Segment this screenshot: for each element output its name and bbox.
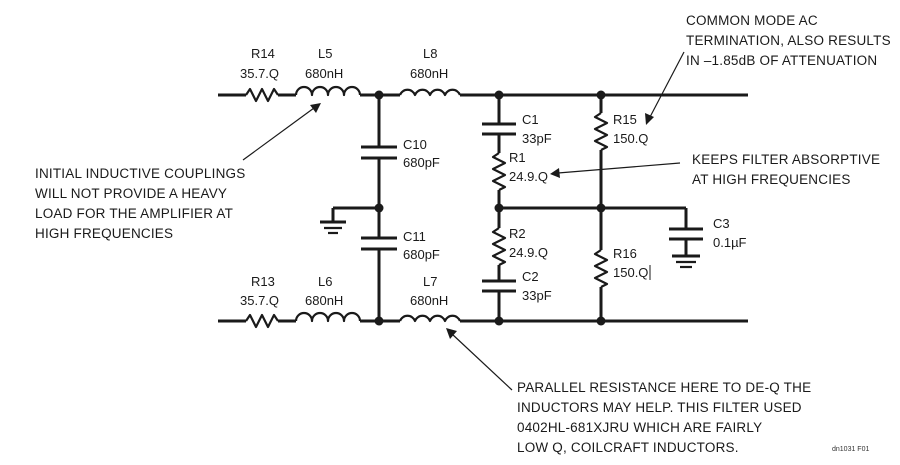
c11-value-label: 680pF [403, 247, 440, 262]
arrow-absorptive [550, 162, 681, 178]
r15-value-label: 150.Q [613, 131, 648, 146]
svg-text:LOW Q, COILCRAFT INDUCTORS.: LOW Q, COILCRAFT INDUCTORS. [517, 440, 739, 455]
l5-ref-label: L5 [318, 46, 332, 61]
arrow-common-mode [645, 51, 685, 125]
l5-inductor-symbol [294, 85, 362, 97]
c10-c11-branch [320, 95, 397, 321]
svg-text:INDUCTORS MAY HELP. THIS FILTE: INDUCTORS MAY HELP. THIS FILTER USED [517, 400, 802, 415]
svg-text:LOAD FOR THE AMPLIFIER AT: LOAD FOR THE AMPLIFIER AT [35, 206, 233, 221]
r1-value-label: 24.9.Q [509, 169, 548, 184]
r2-ref-label: R2 [509, 226, 526, 241]
svg-text:HIGH FREQUENCIES: HIGH FREQUENCIES [35, 226, 173, 241]
r1-resistor-symbol [491, 152, 507, 191]
c10-value-label: 680pF [403, 155, 440, 170]
c1-r1-r2-c2-branch [482, 95, 686, 321]
l7-inductor-symbol [398, 314, 462, 323]
note-parallel-resistance: PARALLEL RESISTANCE HERE TO DE-Q THE IND… [517, 380, 811, 455]
svg-text:INITIAL INDUCTIVE COUPLINGS: INITIAL INDUCTIVE COUPLINGS [35, 166, 245, 181]
l7-ref-label: L7 [423, 274, 437, 289]
figure-id-label: dn1031 F01 [832, 446, 869, 453]
note-common-mode: COMMON MODE AC TERMINATION, ALSO RESULTS… [686, 13, 891, 68]
l7-value-label: 680nH [410, 293, 448, 308]
svg-text:AT HIGH FREQUENCIES: AT HIGH FREQUENCIES [692, 172, 851, 187]
c11-ref-label: C11 [403, 229, 426, 244]
arrow-parallel-resistance [446, 328, 513, 391]
junction-dots [374, 90, 606, 326]
c2-ref-label: C2 [522, 269, 539, 284]
c10-ref-label: C10 [403, 137, 427, 152]
l5-value-label: 680nH [305, 66, 343, 81]
r13-value-label: 35.7.Q [240, 293, 279, 308]
l6-ref-label: L6 [318, 274, 332, 289]
svg-text:0402HL-681XJRU WHICH ARE FAIRL: 0402HL-681XJRU WHICH ARE FAIRLY [517, 420, 762, 435]
c3-branch [669, 208, 703, 269]
r13-resistor-symbol [245, 313, 279, 329]
l6-value-label: 680nH [305, 293, 343, 308]
c3-value-label: 0.1µF [713, 235, 747, 250]
r16-ref-label: R16 [613, 246, 637, 261]
svg-text:WILL NOT PROVIDE A HEAVY: WILL NOT PROVIDE A HEAVY [35, 186, 227, 201]
bottom-rail [218, 311, 748, 329]
r2-value-label: 24.9.Q [509, 245, 548, 260]
l6-inductor-symbol [294, 311, 362, 323]
svg-text:COMMON MODE AC: COMMON MODE AC [686, 13, 818, 28]
r13-ref-label: R13 [251, 274, 275, 289]
svg-text:PARALLEL RESISTANCE HERE TO DE: PARALLEL RESISTANCE HERE TO DE-Q THE [517, 380, 811, 395]
note-absorptive: KEEPS FILTER ABSORPTIVE AT HIGH FREQUENC… [692, 152, 880, 187]
r14-resistor-symbol [245, 87, 279, 103]
l8-ref-label: L8 [423, 46, 437, 61]
l8-value-label: 680nH [410, 66, 448, 81]
ground-symbol-right [672, 254, 700, 269]
r1-ref-label: R1 [509, 150, 526, 165]
r14-ref-label: R14 [251, 46, 275, 61]
c1-ref-label: C1 [522, 112, 539, 127]
r14-value-label: 35.7.Q [240, 66, 279, 81]
r2-resistor-symbol [491, 227, 507, 266]
arrow-initial-coupling [242, 103, 321, 161]
c1-value-label: 33pF [522, 131, 552, 146]
svg-text:TERMINATION, ALSO RESULTS: TERMINATION, ALSO RESULTS [686, 33, 891, 48]
r15-ref-label: R15 [613, 112, 637, 127]
l8-inductor-symbol [398, 88, 462, 97]
top-rail [218, 85, 748, 103]
note-initial-coupling: INITIAL INDUCTIVE COUPLINGS WILL NOT PRO… [35, 166, 245, 241]
svg-text:IN –1.85dB OF ATTENUATION: IN –1.85dB OF ATTENUATION [686, 53, 877, 68]
c2-value-label: 33pF [522, 288, 552, 303]
r16-value-label: 150.Q [613, 265, 648, 280]
svg-text:KEEPS FILTER ABSORPTIVE: KEEPS FILTER ABSORPTIVE [692, 152, 880, 167]
ground-symbol-left [320, 220, 346, 235]
r15-resistor-symbol [593, 112, 609, 151]
r16-resistor-symbol [593, 249, 609, 288]
c3-ref-label: C3 [713, 216, 730, 231]
